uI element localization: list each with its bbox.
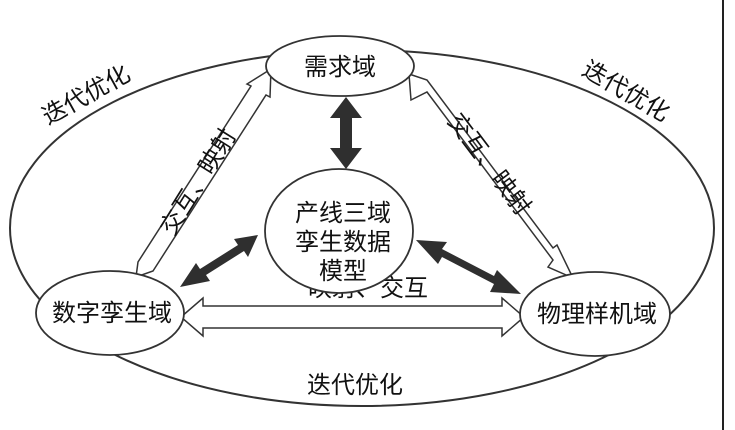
node-center-line-3: 模型 <box>319 257 367 285</box>
bottom-double-arrow <box>179 296 526 338</box>
node-center: 产线三域 孪生数据 模型 <box>264 168 414 294</box>
thick-arrow-physical-center <box>416 240 521 294</box>
loop-label-left: 迭代优化 <box>37 59 135 130</box>
node-demand: 需求域 <box>265 35 415 97</box>
thick-arrow-digital-center <box>180 235 258 287</box>
loop-label-bottom: 迭代优化 <box>307 371 403 399</box>
thick-arrow-demand-center <box>330 97 362 169</box>
right-diagonal-double-arrow <box>408 72 575 280</box>
node-center-line-2: 孪生数据 <box>295 228 391 256</box>
node-digital-twin-label: 数字孪生域 <box>52 299 172 327</box>
node-physical-prototype-label: 物理样机域 <box>537 300 657 328</box>
right-diagonal-label: 交互、映射 <box>442 108 537 221</box>
left-diagonal-label: 交互、映射 <box>155 123 242 240</box>
node-demand-label: 需求域 <box>304 53 376 81</box>
node-center-line-1: 产线三域 <box>295 199 391 227</box>
node-physical-prototype: 物理样机域 <box>519 271 671 357</box>
node-digital-twin: 数字孪生域 <box>35 270 185 356</box>
loop-label-right: 迭代优化 <box>577 55 674 127</box>
